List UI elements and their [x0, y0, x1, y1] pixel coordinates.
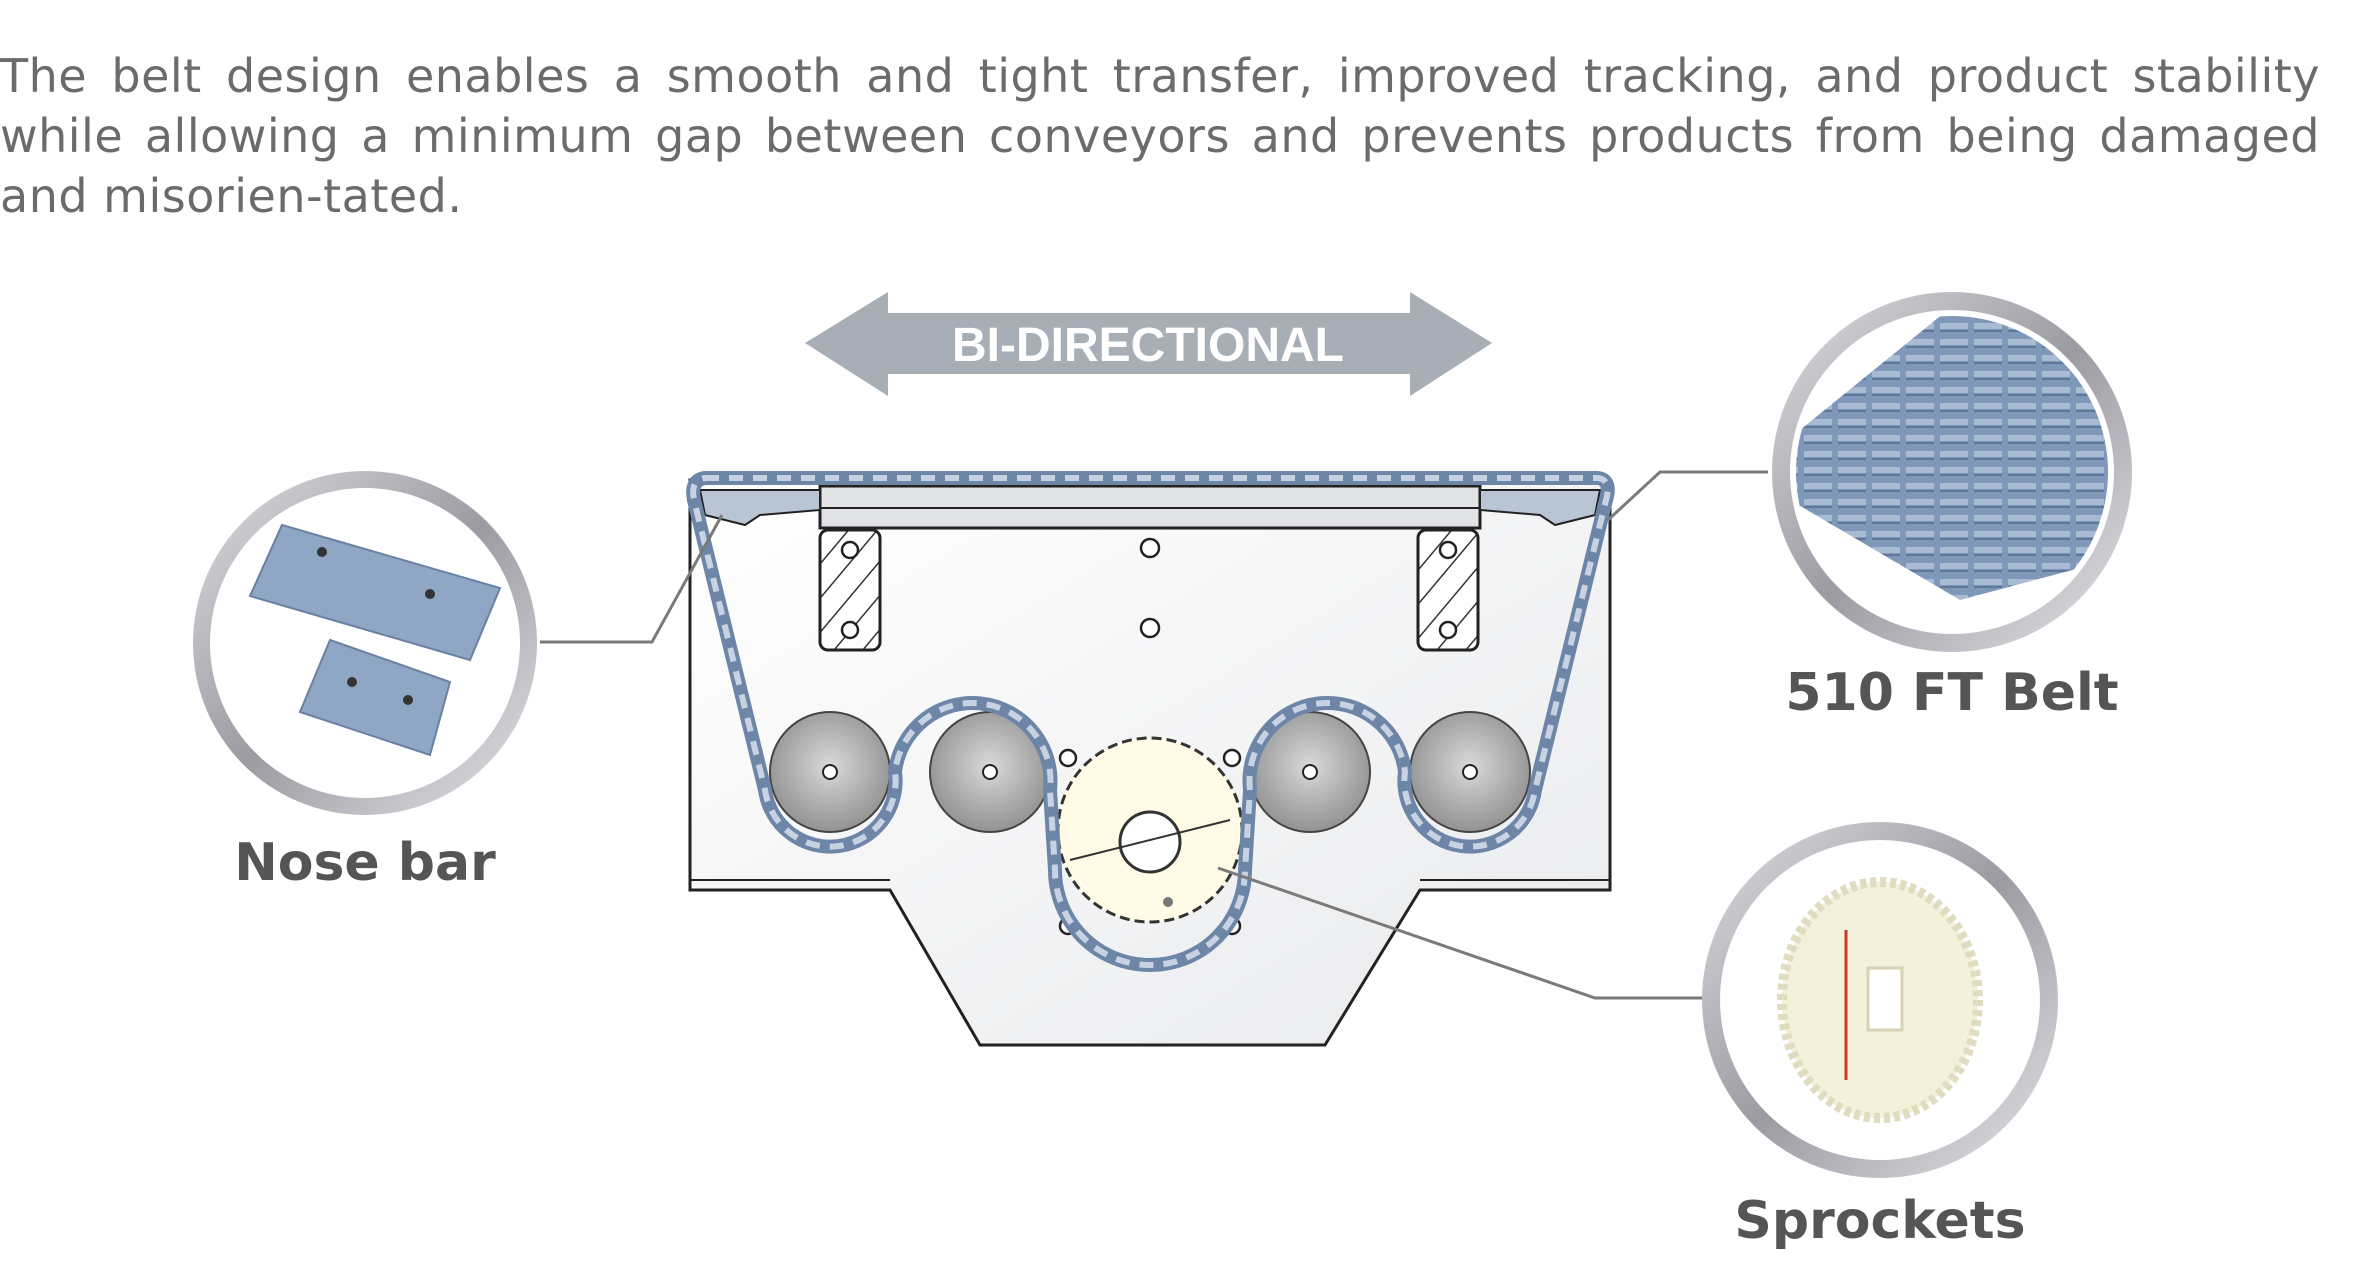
bi-directional-arrow: BI-DIRECTIONAL	[805, 292, 1492, 396]
leader-belt	[1606, 470, 1768, 522]
nose-bar-left	[698, 489, 821, 527]
nose-bar-label: Nose bar	[234, 833, 496, 893]
nose-bar-right	[1479, 489, 1602, 527]
leader-lines	[540, 470, 1768, 1000]
double-arrow-shape	[805, 292, 1492, 396]
leader-nose-bar	[540, 514, 724, 644]
belt-image	[1796, 316, 2108, 600]
belt-path	[686, 471, 1615, 972]
belt-label: 510 FT Belt	[1785, 663, 2118, 723]
sprocket-image	[1777, 877, 1983, 1123]
arrow-label: BI-DIRECTIONAL	[952, 319, 1344, 372]
rollers	[769, 711, 1531, 833]
callout-belt: 510 FT Belt	[1772, 292, 2132, 723]
sprocket	[1056, 736, 1244, 924]
nose-bar-image	[248, 523, 502, 757]
support-block-right	[1416, 528, 1480, 652]
intro-paragraph: The belt design enables a smooth and tig…	[0, 49, 2320, 223]
leader-sprockets	[1217, 866, 1708, 1000]
callout-nose-bar: Nose bar	[193, 471, 537, 893]
callout-sprockets: Sprockets	[1702, 822, 2058, 1251]
sprockets-label: Sprockets	[1734, 1191, 2025, 1251]
support-block-left	[818, 528, 882, 652]
